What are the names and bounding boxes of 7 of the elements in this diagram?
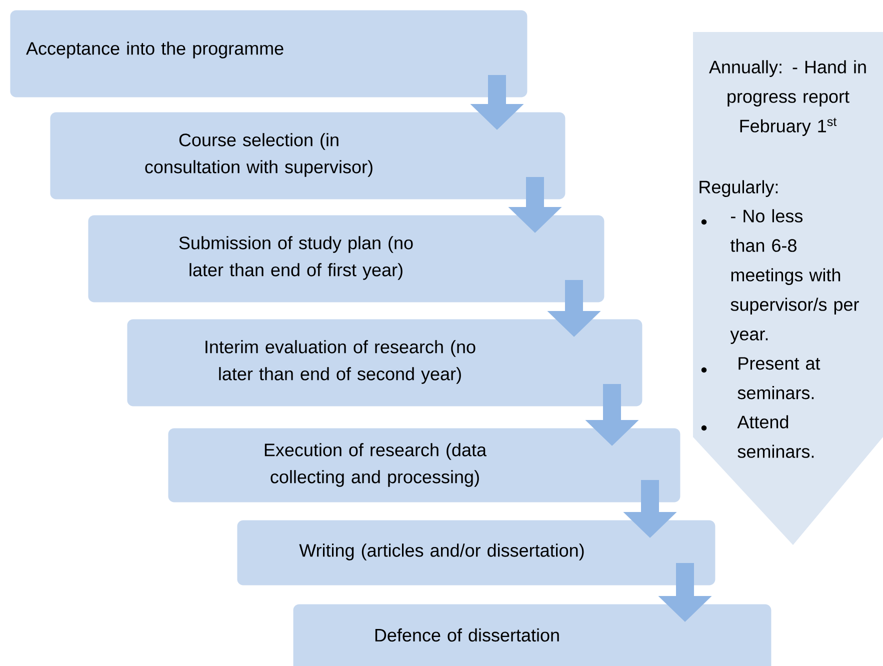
process-box: Writing (articles and/or dissertation) [237,520,716,586]
process-box: Course selection (in consultation with supervisor) [50,112,566,200]
process-box: Execution of research (data collecting and processing) [168,428,680,502]
process-box: Defence of dissertation [293,604,772,666]
process-box: Submission of study plan (no later than end of first year) [88,215,604,302]
process-box: Acceptance into the programme [10,10,528,98]
process-box: Interim evaluation of research (no later than end of second year) [127,319,642,406]
